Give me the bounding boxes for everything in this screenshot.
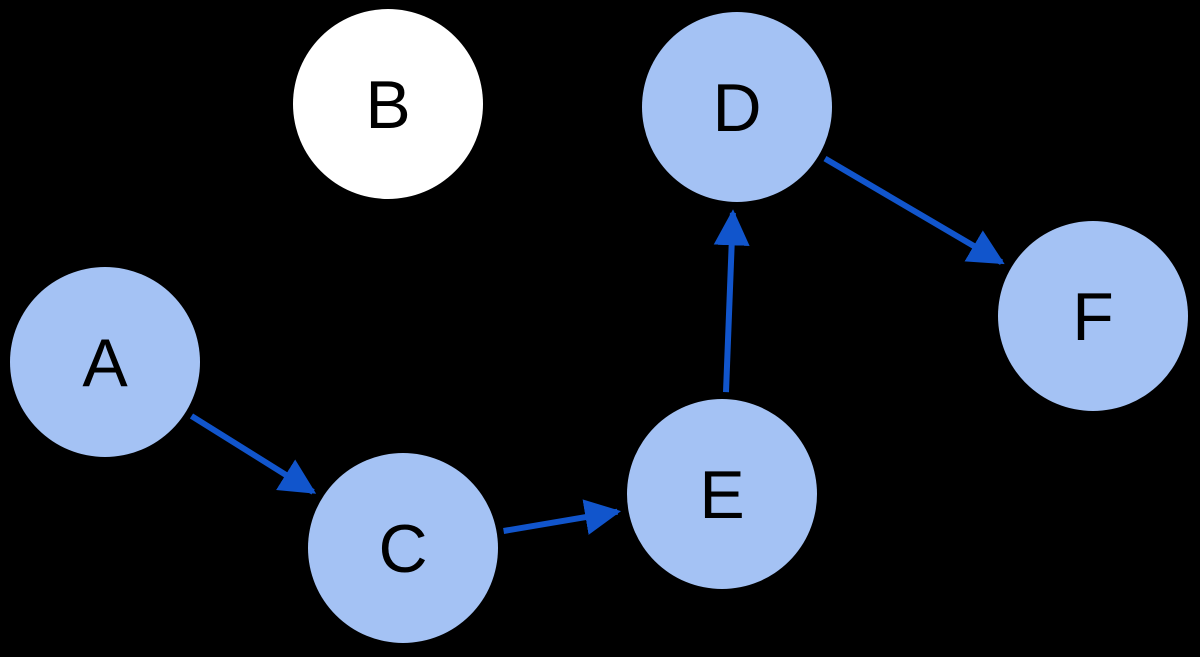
node-c-label: C [378,511,427,587]
node-b-circle [293,9,483,199]
node-f: F [998,221,1188,411]
node-a-label: A [82,325,128,401]
edge-a-to-c [189,413,317,495]
node-a-circle [10,267,200,457]
node-c: C [308,453,498,643]
node-e-circle [627,399,817,589]
node-f-label: F [1072,279,1114,355]
node-e-label: E [699,457,744,533]
edge-c-to-e [503,499,622,535]
node-f-circle [998,221,1188,411]
node-d: D [642,12,832,202]
edges-layer [189,156,1005,535]
edge-d-to-f [823,156,1005,265]
node-b-label: B [365,67,410,143]
node-c-circle [308,453,498,643]
nodes-layer: A B C D E F [10,9,1188,643]
node-d-circle [642,12,832,202]
node-e: E [627,399,817,589]
node-b: B [293,9,483,199]
node-d-label: D [712,70,761,146]
edge-e-to-d [713,209,750,393]
node-a: A [10,267,200,457]
